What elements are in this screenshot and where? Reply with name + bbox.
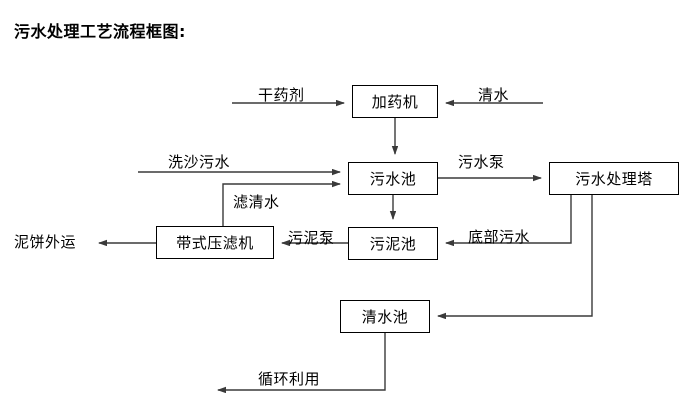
edge-tower-to-clear-water-pool [437,195,593,320]
edge-label-sludge-pump: 污泥泵 [288,229,335,247]
page-title: 污水处理工艺流程框图: [14,22,186,41]
terminal-label-mud-cake-out: 泥饼外运 [14,233,77,251]
node-dosing-machine[interactable]: 加药机 [352,85,438,118]
terminal-label-dry-chemical: 干药剂 [258,86,305,104]
edge-tower-bottom-sewage-to-sludge-pool [445,195,572,247]
node-label: 污水处理塔 [575,170,653,188]
terminal-label-clean-water: 清水 [478,86,510,104]
edge-clear-water-pool-to-recycle [217,333,386,394]
node-clear-water-pool[interactable]: 清水池 [340,300,430,333]
edge-label-bottom-sewage: 底部污水 [468,228,531,246]
terminal-label-recycle-use: 循环利用 [258,370,321,388]
node-label: 清水池 [361,308,409,326]
edge-filtered-water-to-sewage-pool [222,180,341,226]
node-label: 污水池 [369,170,417,188]
node-sewage-pool[interactable]: 污水池 [348,162,438,195]
node-belt-filter-press[interactable]: 带式压滤机 [156,226,274,259]
node-treatment-tower[interactable]: 污水处理塔 [549,162,679,195]
node-sludge-pool[interactable]: 污泥池 [348,227,438,260]
node-label: 带式压滤机 [176,234,254,252]
node-label: 加药机 [371,93,419,111]
terminal-label-sand-wash-water: 洗沙污水 [168,153,231,171]
edge-label-sewage-pump: 污水泵 [458,153,505,171]
edge-label-filtered-water: 滤清水 [233,193,280,211]
node-label: 污泥池 [369,235,417,253]
